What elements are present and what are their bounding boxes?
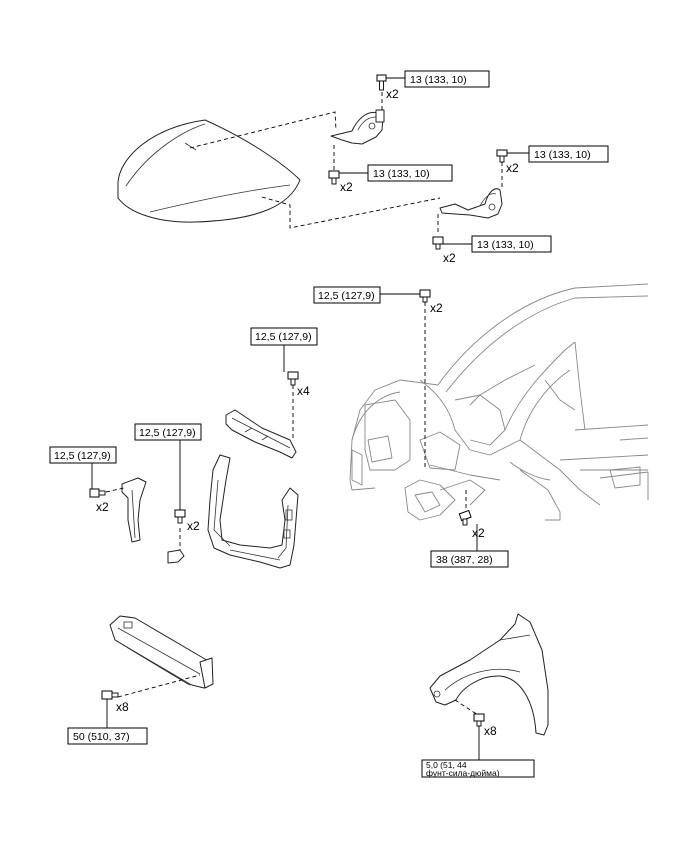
quantity-label: x2 bbox=[430, 301, 443, 315]
torque-callout-box bbox=[430, 550, 509, 568]
torque-value: 12,5 (127,9) bbox=[318, 290, 375, 302]
front-fender-icon bbox=[429, 613, 549, 736]
torque-callout-box bbox=[134, 423, 202, 441]
torque-value: 12,5 (127,9) bbox=[139, 427, 196, 439]
torque-callout-box bbox=[471, 235, 552, 253]
upper-support-icon bbox=[225, 409, 297, 459]
quantity-label: x2 bbox=[386, 87, 399, 101]
torque-unit: фунт-сила-дюйма) bbox=[426, 768, 500, 778]
bolt-icon bbox=[432, 236, 444, 250]
bolt-icon bbox=[376, 74, 387, 91]
hood-hinge-left-icon bbox=[330, 109, 385, 145]
vehicle-body-icon bbox=[349, 283, 649, 521]
torque-callout-box bbox=[250, 327, 318, 346]
side-bracket-icon bbox=[121, 477, 147, 543]
quantity-label: x4 bbox=[297, 384, 310, 398]
bolt-icon bbox=[174, 509, 186, 524]
quantity-label: x8 bbox=[484, 724, 497, 738]
bumper-reinforcement-icon bbox=[109, 615, 214, 689]
bolt-icon bbox=[496, 149, 508, 163]
bolt-icon bbox=[101, 690, 119, 700]
torque-callout-box bbox=[67, 727, 148, 745]
bolt-icon bbox=[287, 371, 299, 386]
quantity-label: x8 bbox=[116, 700, 129, 714]
quantity-label: x2 bbox=[340, 180, 353, 194]
torque-value: 13 (133, 10) bbox=[410, 74, 467, 86]
torque-value: 38 (387, 28) bbox=[436, 554, 493, 566]
bolt-icon bbox=[328, 170, 340, 185]
torque-callout-box bbox=[421, 759, 535, 778]
bolt-icon bbox=[419, 289, 431, 303]
quantity-label: x2 bbox=[506, 161, 519, 175]
torque-callout-box bbox=[367, 164, 453, 182]
hood-icon bbox=[117, 119, 301, 223]
torque-callout-box bbox=[528, 145, 609, 163]
torque-value: 5,0 (51, 44 bbox=[426, 760, 467, 770]
bolt-icon bbox=[89, 488, 106, 498]
bolt-icon bbox=[458, 509, 472, 526]
torque-value: 12,5 (127,9) bbox=[54, 450, 111, 462]
torque-callout-box bbox=[313, 286, 381, 304]
hood-hinge-right-icon bbox=[439, 188, 503, 219]
torque-value: 50 (510, 37) bbox=[73, 731, 130, 743]
quantity-label: x2 bbox=[443, 251, 456, 265]
torque-value: 13 (133, 10) bbox=[477, 239, 534, 251]
quantity-label: x2 bbox=[472, 526, 485, 540]
torque-value: 12,5 (127,9) bbox=[255, 331, 312, 343]
radiator-support-icon bbox=[207, 454, 299, 569]
bolt-icon bbox=[473, 713, 485, 727]
torque-value: 13 (133, 10) bbox=[373, 168, 430, 180]
torque-value: 13 (133, 10) bbox=[534, 149, 591, 161]
torque-callout-box bbox=[49, 446, 117, 464]
clip-icon bbox=[167, 549, 185, 564]
torque-callout-box bbox=[404, 70, 490, 88]
quantity-label: x2 bbox=[187, 519, 200, 533]
quantity-label: x2 bbox=[96, 500, 109, 514]
